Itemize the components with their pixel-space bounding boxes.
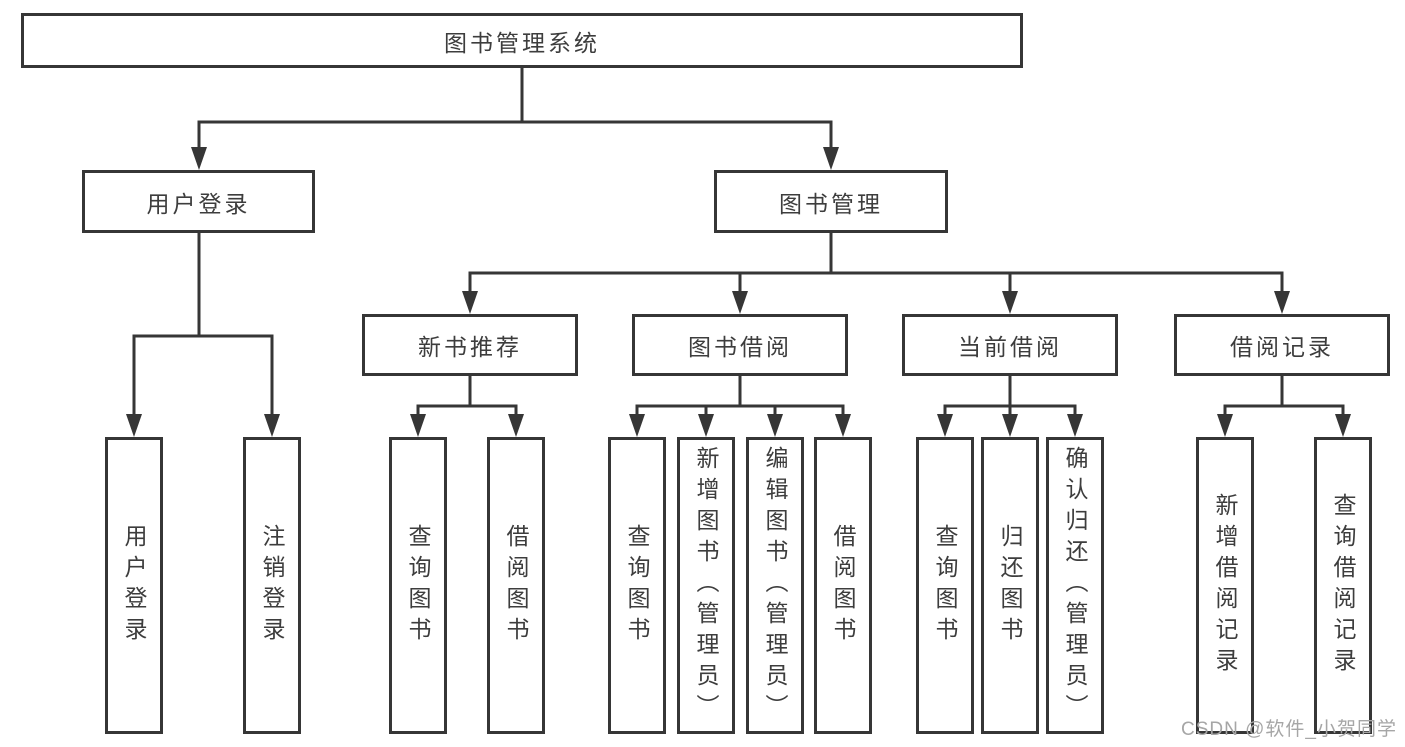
- leaf-add-borrow-record: 新增借阅记录: [1196, 437, 1254, 734]
- leaf-user-login: 用户登录: [105, 437, 163, 734]
- leaf-query-books-recommend: 查询图书: [389, 437, 447, 734]
- node-current-borrow: 当前借阅: [902, 314, 1118, 376]
- node-new-book-recommend: 新书推荐: [362, 314, 578, 376]
- leaf-confirm-return-admin: 确认归还（管理员）: [1046, 437, 1104, 734]
- leaf-borrow-books: 借阅图书: [814, 437, 872, 734]
- leaf-return-book: 归还图书: [981, 437, 1039, 734]
- leaf-edit-book-admin: 编辑图书（管理员）: [746, 437, 804, 734]
- leaf-borrow-books-recommend: 借阅图书: [487, 437, 545, 734]
- leaf-query-books-borrow: 查询图书: [608, 437, 666, 734]
- leaf-query-borrow-record: 查询借阅记录: [1314, 437, 1372, 734]
- node-book-borrow: 图书借阅: [632, 314, 848, 376]
- leaf-add-book-admin: 新增图书（管理员）: [677, 437, 735, 734]
- node-user-login: 用户登录: [82, 170, 315, 233]
- leaf-logout-login: 注销登录: [243, 437, 301, 734]
- arrowheads: [126, 147, 1351, 437]
- leaf-query-books-current: 查询图书: [916, 437, 974, 734]
- node-borrow-records: 借阅记录: [1174, 314, 1390, 376]
- node-book-management: 图书管理: [714, 170, 948, 233]
- csdn-watermark: CSDN @软件_小贺同学: [1181, 719, 1397, 740]
- connector-strokes: [132, 68, 1345, 419]
- node-root: 图书管理系统: [21, 13, 1023, 68]
